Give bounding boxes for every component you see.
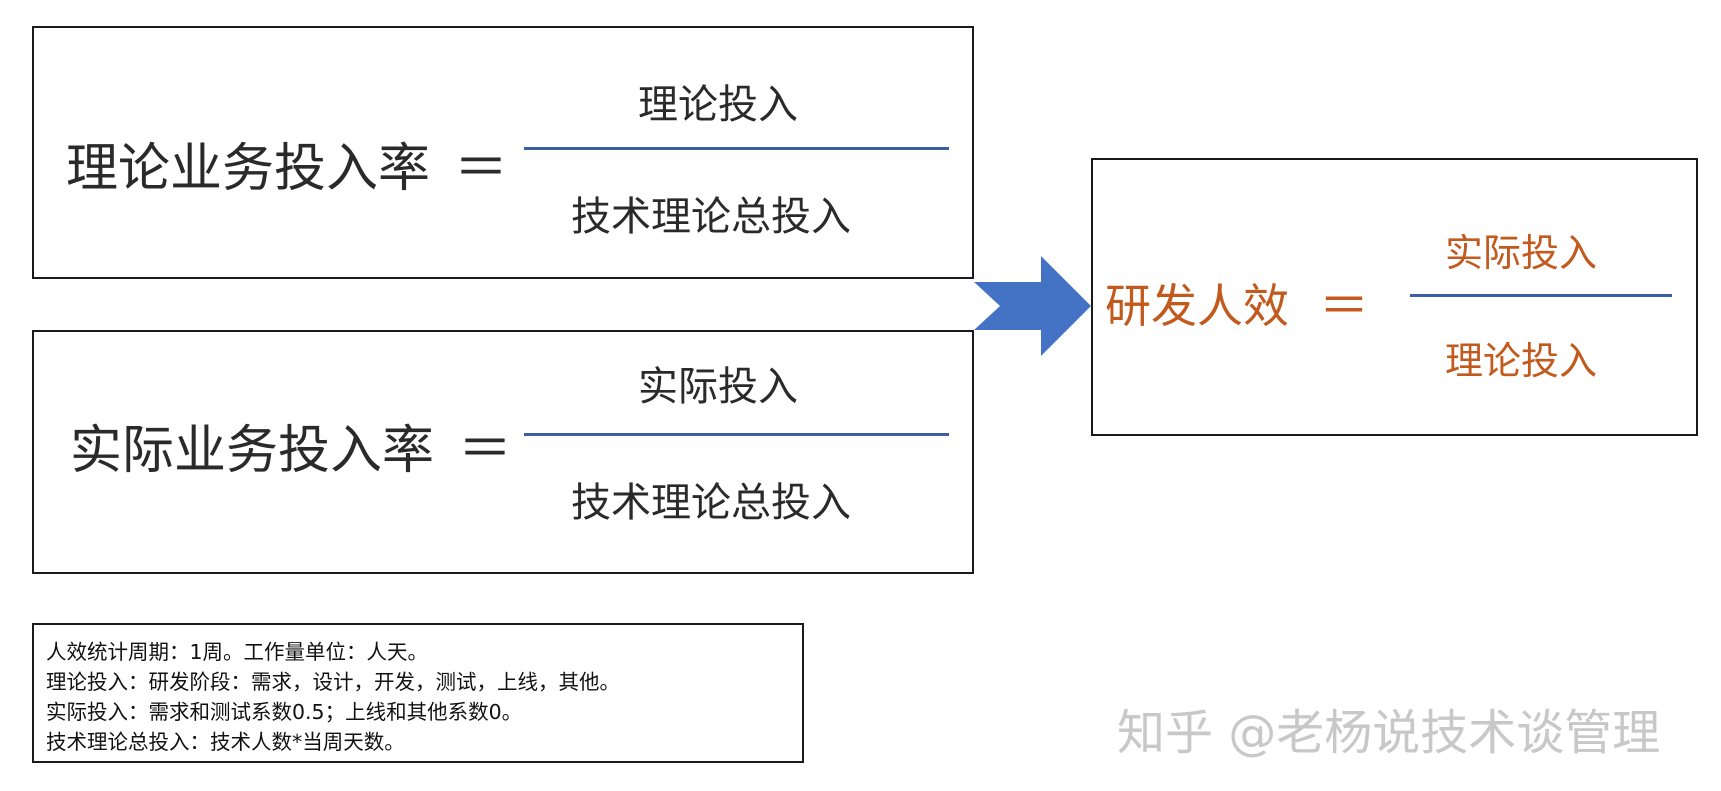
fraction-line [524,147,949,150]
denominator-label: 技术理论总投入 [571,194,851,240]
denominator-label: 技术理论总投入 [571,480,851,526]
fraction-line [1410,294,1672,297]
watermark: 知乎 @老杨说技术谈管理 [1117,705,1661,761]
numerator-label: 理论投入 [638,82,798,128]
formula-lhs-label: 实际业务投入率 [70,421,435,481]
formula-lhs-label: 研发人效 [1105,279,1289,333]
formula-lhs-label: 理论业务投入率 [66,139,431,199]
numerator-label: 实际投入 [638,364,798,410]
equals-sign: ＝ [454,136,508,199]
numerator-label: 实际投入 [1445,231,1598,275]
actual-business-input-rate-formula: 实际业务投入率 ＝ 实际投入 技术理论总投入 [32,330,974,574]
theoretical-business-input-rate-formula: 理论业务投入率 ＝ 理论投入 技术理论总投入 [32,26,974,279]
fraction-line [524,433,949,436]
note-line: 实际投入：需求和测试系数0.5；上线和其他系数0。 [46,700,523,724]
notes-box: 人效统计周期：1周。工作量单位：人天。 理论投入：研发阶段：需求，设计，开发，测… [32,623,804,763]
note-line: 人效统计周期：1周。工作量单位：人天。 [46,640,429,664]
rd-efficiency-formula: 研发人效 ＝ 实际投入 理论投入 [1091,158,1698,436]
note-line: 技术理论总投入：技术人数*当周天数。 [46,730,405,754]
denominator-label: 理论投入 [1445,339,1598,383]
right-arrow-icon [974,256,1091,356]
note-line: 理论投入：研发阶段：需求，设计，开发，测试，上线，其他。 [46,670,620,694]
equals-sign: ＝ [1319,277,1369,335]
equals-sign: ＝ [458,417,512,480]
